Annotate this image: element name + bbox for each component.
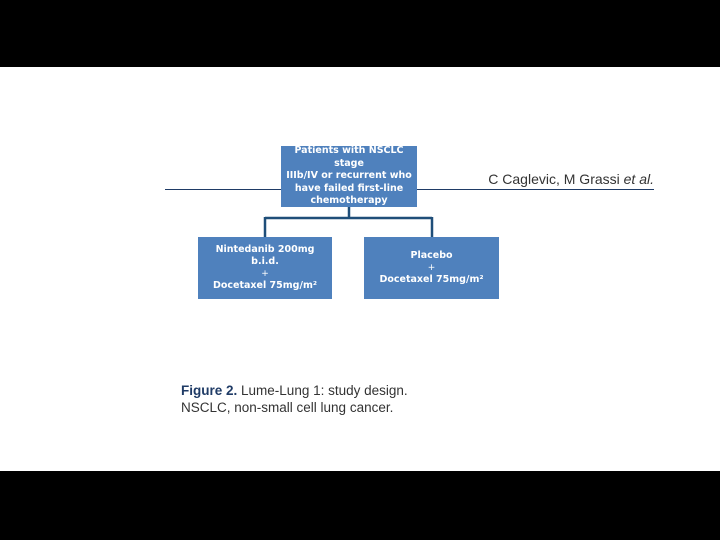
- authors-text: C Caglevic, M Grassi: [488, 171, 620, 187]
- author-line: C Caglevic, M Grassi et al.: [488, 171, 654, 187]
- bottom-letterbox-bar: [0, 471, 720, 540]
- patients-box: Patients with NSCLC stage IIIb/IV or rec…: [281, 145, 417, 207]
- patients-line-1: Patients with NSCLC stage: [294, 145, 404, 169]
- et-al-text: et al.: [623, 171, 654, 187]
- top-letterbox-bar: [0, 0, 720, 67]
- plus-sign: +: [261, 268, 269, 279]
- plus-sign: +: [427, 262, 436, 273]
- caption-line-1: Figure 2. Lume-Lung 1: study design.: [181, 382, 408, 399]
- docetaxel-line: Docetaxel 75mg/m²: [379, 273, 484, 285]
- patients-line-3: have failed first-line: [294, 182, 404, 194]
- docetaxel-line: Docetaxel 75mg/m²: [212, 279, 318, 291]
- caption-line-2: NSCLC, non-small cell lung cancer.: [181, 400, 394, 415]
- placebo-line: Placebo: [410, 250, 453, 261]
- patients-line-2: IIIb/IV or recurrent who: [286, 170, 412, 182]
- nintedanib-arm-box: Nintedanib 200mg b.i.d. + Docetaxel 75mg…: [198, 237, 332, 299]
- patients-line-4: chemotherapy: [310, 195, 388, 207]
- figure-title: Lume-Lung 1: study design.: [241, 383, 408, 398]
- placebo-arm-box: Placebo + Docetaxel 75mg/m²: [364, 237, 499, 299]
- figure-label: Figure 2.: [181, 383, 238, 398]
- diagram-connector: [263, 207, 434, 237]
- document-page: C Caglevic, M Grassi et al. Figure 2. Lu…: [0, 67, 720, 471]
- nintedanib-line: Nintedanib 200mg b.i.d.: [215, 243, 315, 268]
- figure-caption: Figure 2. Lume-Lung 1: study design. NSC…: [181, 382, 408, 416]
